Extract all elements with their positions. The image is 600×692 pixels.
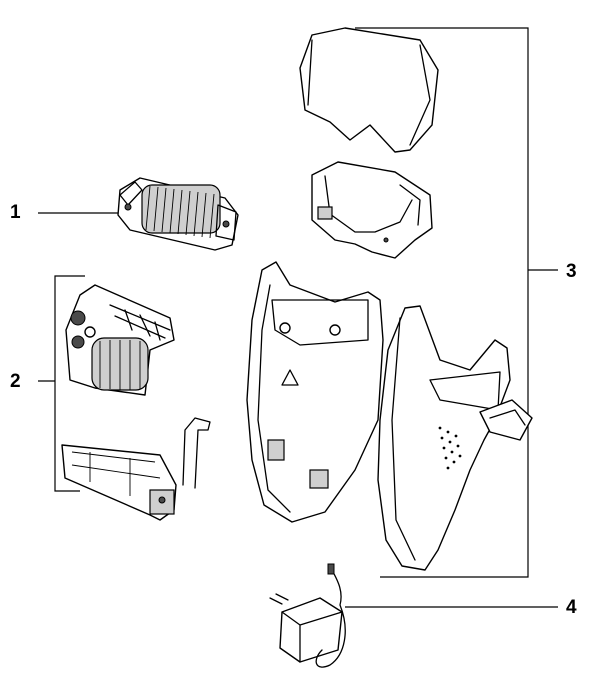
callout-3-label: 3	[566, 261, 577, 282]
callout-2-label: 2	[10, 371, 21, 392]
callout-4-label: 4	[566, 597, 577, 618]
charger-icon	[269, 563, 346, 668]
callout-1-label: 1	[10, 202, 21, 223]
leader-lines	[38, 27, 558, 608]
housing-icon	[246, 27, 533, 571]
motor-icon	[117, 177, 239, 251]
drive-assembly-icon	[61, 284, 211, 521]
